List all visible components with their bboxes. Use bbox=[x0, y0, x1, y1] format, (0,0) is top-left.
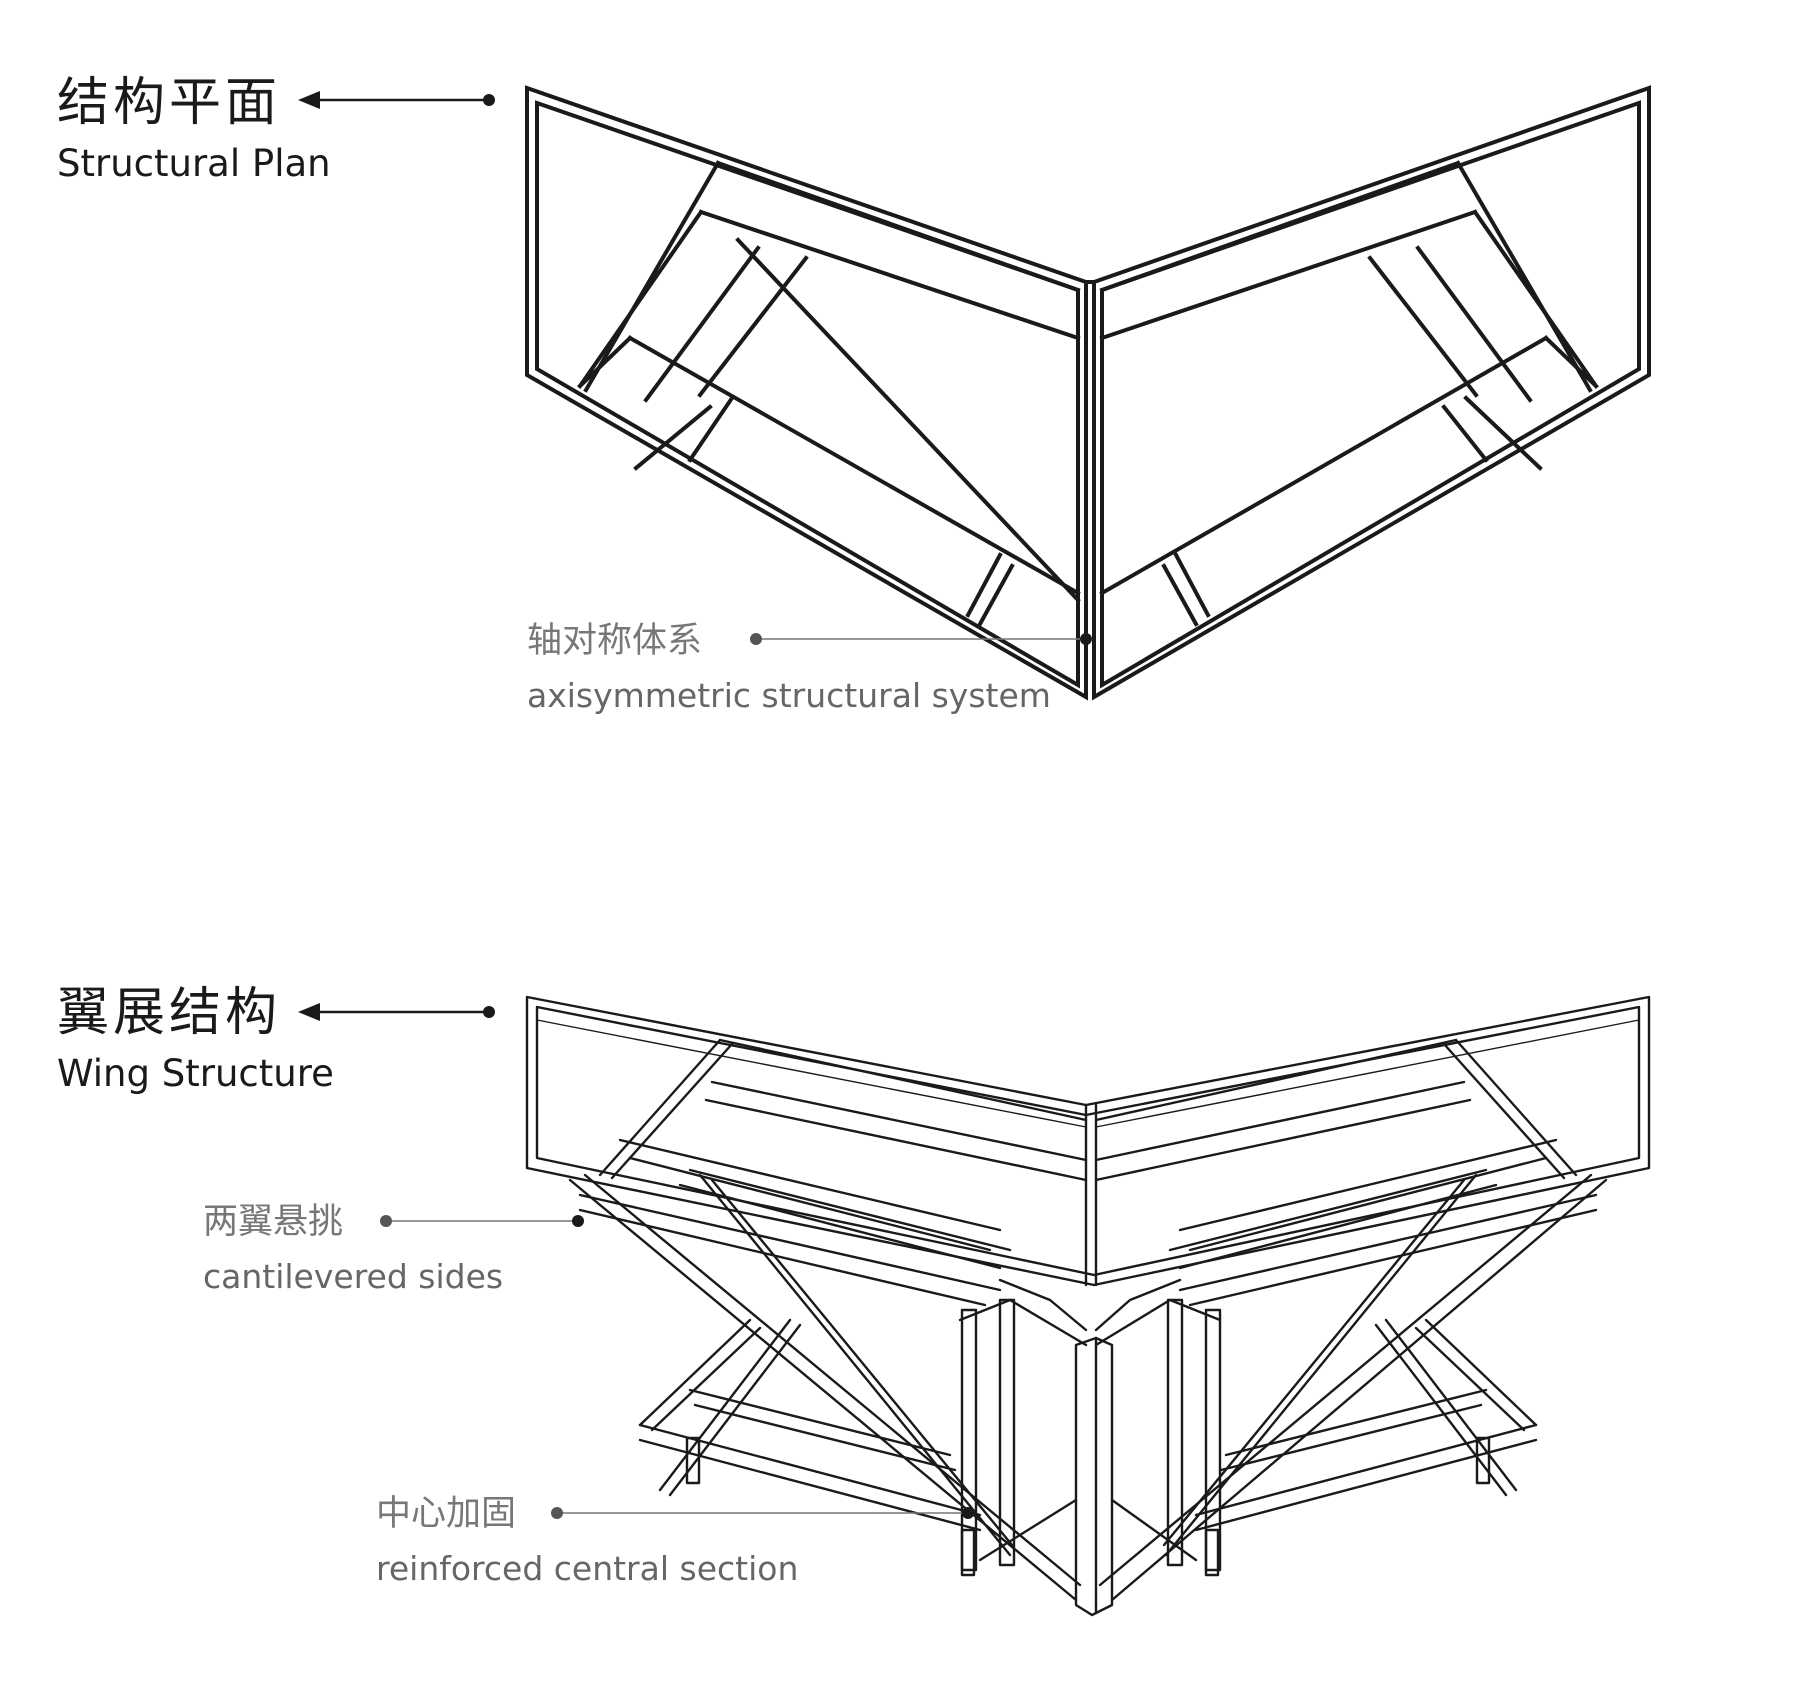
wing-structure-arrow bbox=[298, 1003, 495, 1021]
plan-left-wing-beams bbox=[577, 160, 1081, 627]
plan-right-wing-beams bbox=[1099, 160, 1599, 627]
annotation-cantilevered: 两翼悬挑 cantilevered sides bbox=[203, 1202, 584, 1296]
structural-plan-drawing bbox=[525, 85, 1651, 701]
plan-left-wing-outer bbox=[525, 85, 1088, 701]
plan-left-wing-inner-ring bbox=[535, 100, 1080, 689]
wing-structure-drawing bbox=[525, 995, 1651, 1617]
annotation-cantilevered-cn: 两翼悬挑 bbox=[203, 1202, 343, 1242]
wing-diagonals-left bbox=[568, 1173, 1082, 1602]
annotation-reinforced: 中心加固 reinforced central section bbox=[376, 1494, 974, 1588]
annotation-reinforced-cn: 中心加固 bbox=[376, 1494, 516, 1534]
wing-structure-title-cn: 翼展结构 bbox=[57, 983, 281, 1043]
structural-plan-title-block: 结构平面 Structural Plan bbox=[57, 73, 495, 185]
wing-roof-beams-right bbox=[1094, 1038, 1598, 1307]
annotation-reinforced-en: reinforced central section bbox=[376, 1549, 798, 1588]
structural-plan-title-cn: 结构平面 bbox=[57, 73, 281, 133]
wing-structure-title-en: Wing Structure bbox=[57, 1052, 334, 1095]
wing-roof-beams-left bbox=[578, 1038, 1088, 1307]
annotation-axisymmetric-en: axisymmetric structural system bbox=[527, 676, 1051, 715]
wing-base-frame bbox=[638, 1318, 1538, 1577]
annotation-cantilevered-en: cantilevered sides bbox=[203, 1257, 503, 1296]
structural-plan-arrow bbox=[298, 91, 495, 109]
structural-plan-title-en: Structural Plan bbox=[57, 142, 331, 185]
annotation-axisymmetric-cn: 轴对称体系 bbox=[527, 621, 702, 661]
annotation-axisymmetric: 轴对称体系 axisymmetric structural system bbox=[527, 621, 1092, 715]
plan-right-wing-outer bbox=[1092, 85, 1651, 701]
wing-diagonals-right bbox=[1098, 1173, 1608, 1602]
wing-structure-title-block: 翼展结构 Wing Structure bbox=[57, 983, 495, 1095]
wing-center-core bbox=[958, 1278, 1222, 1617]
wing-roof-frame bbox=[525, 995, 1651, 1287]
